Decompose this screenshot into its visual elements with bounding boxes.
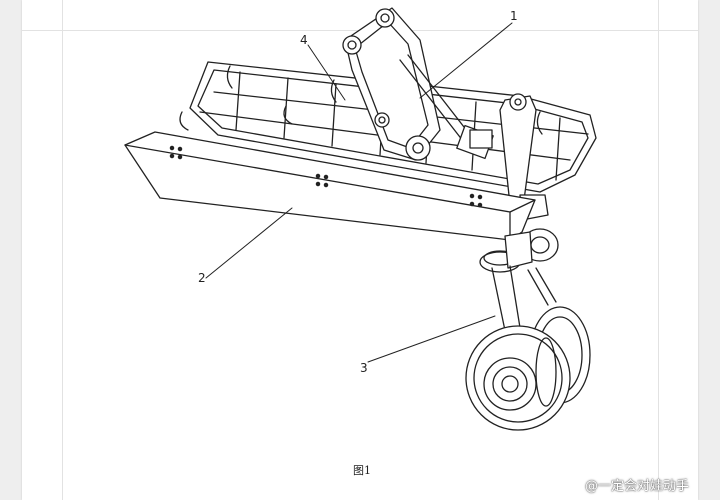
front-panel — [124, 131, 536, 241]
watermark-handle: @一定会对娃动手 — [585, 478, 690, 494]
callout-label-part3: 3 — [360, 361, 368, 375]
callout-leaders — [205, 22, 513, 363]
callout-label-part2: 2 — [198, 271, 206, 285]
actuator-linkage — [342, 7, 494, 161]
leader-line-part1 — [419, 22, 513, 99]
leader-line-part4 — [307, 44, 346, 101]
watermark: @一定会对娃动手 — [560, 472, 720, 496]
leader-line-part3 — [367, 315, 496, 363]
figure-caption: 图1 — [353, 464, 371, 477]
leader-line-part2 — [205, 207, 293, 279]
callout-label-part1: 1 — [510, 9, 518, 23]
strut-and-wheels — [465, 265, 591, 431]
weibo-logo-icon — [560, 476, 581, 493]
callout-label-part4: 4 — [300, 33, 308, 47]
page-margin-guide — [62, 0, 63, 500]
page-margin-guide — [658, 0, 659, 500]
